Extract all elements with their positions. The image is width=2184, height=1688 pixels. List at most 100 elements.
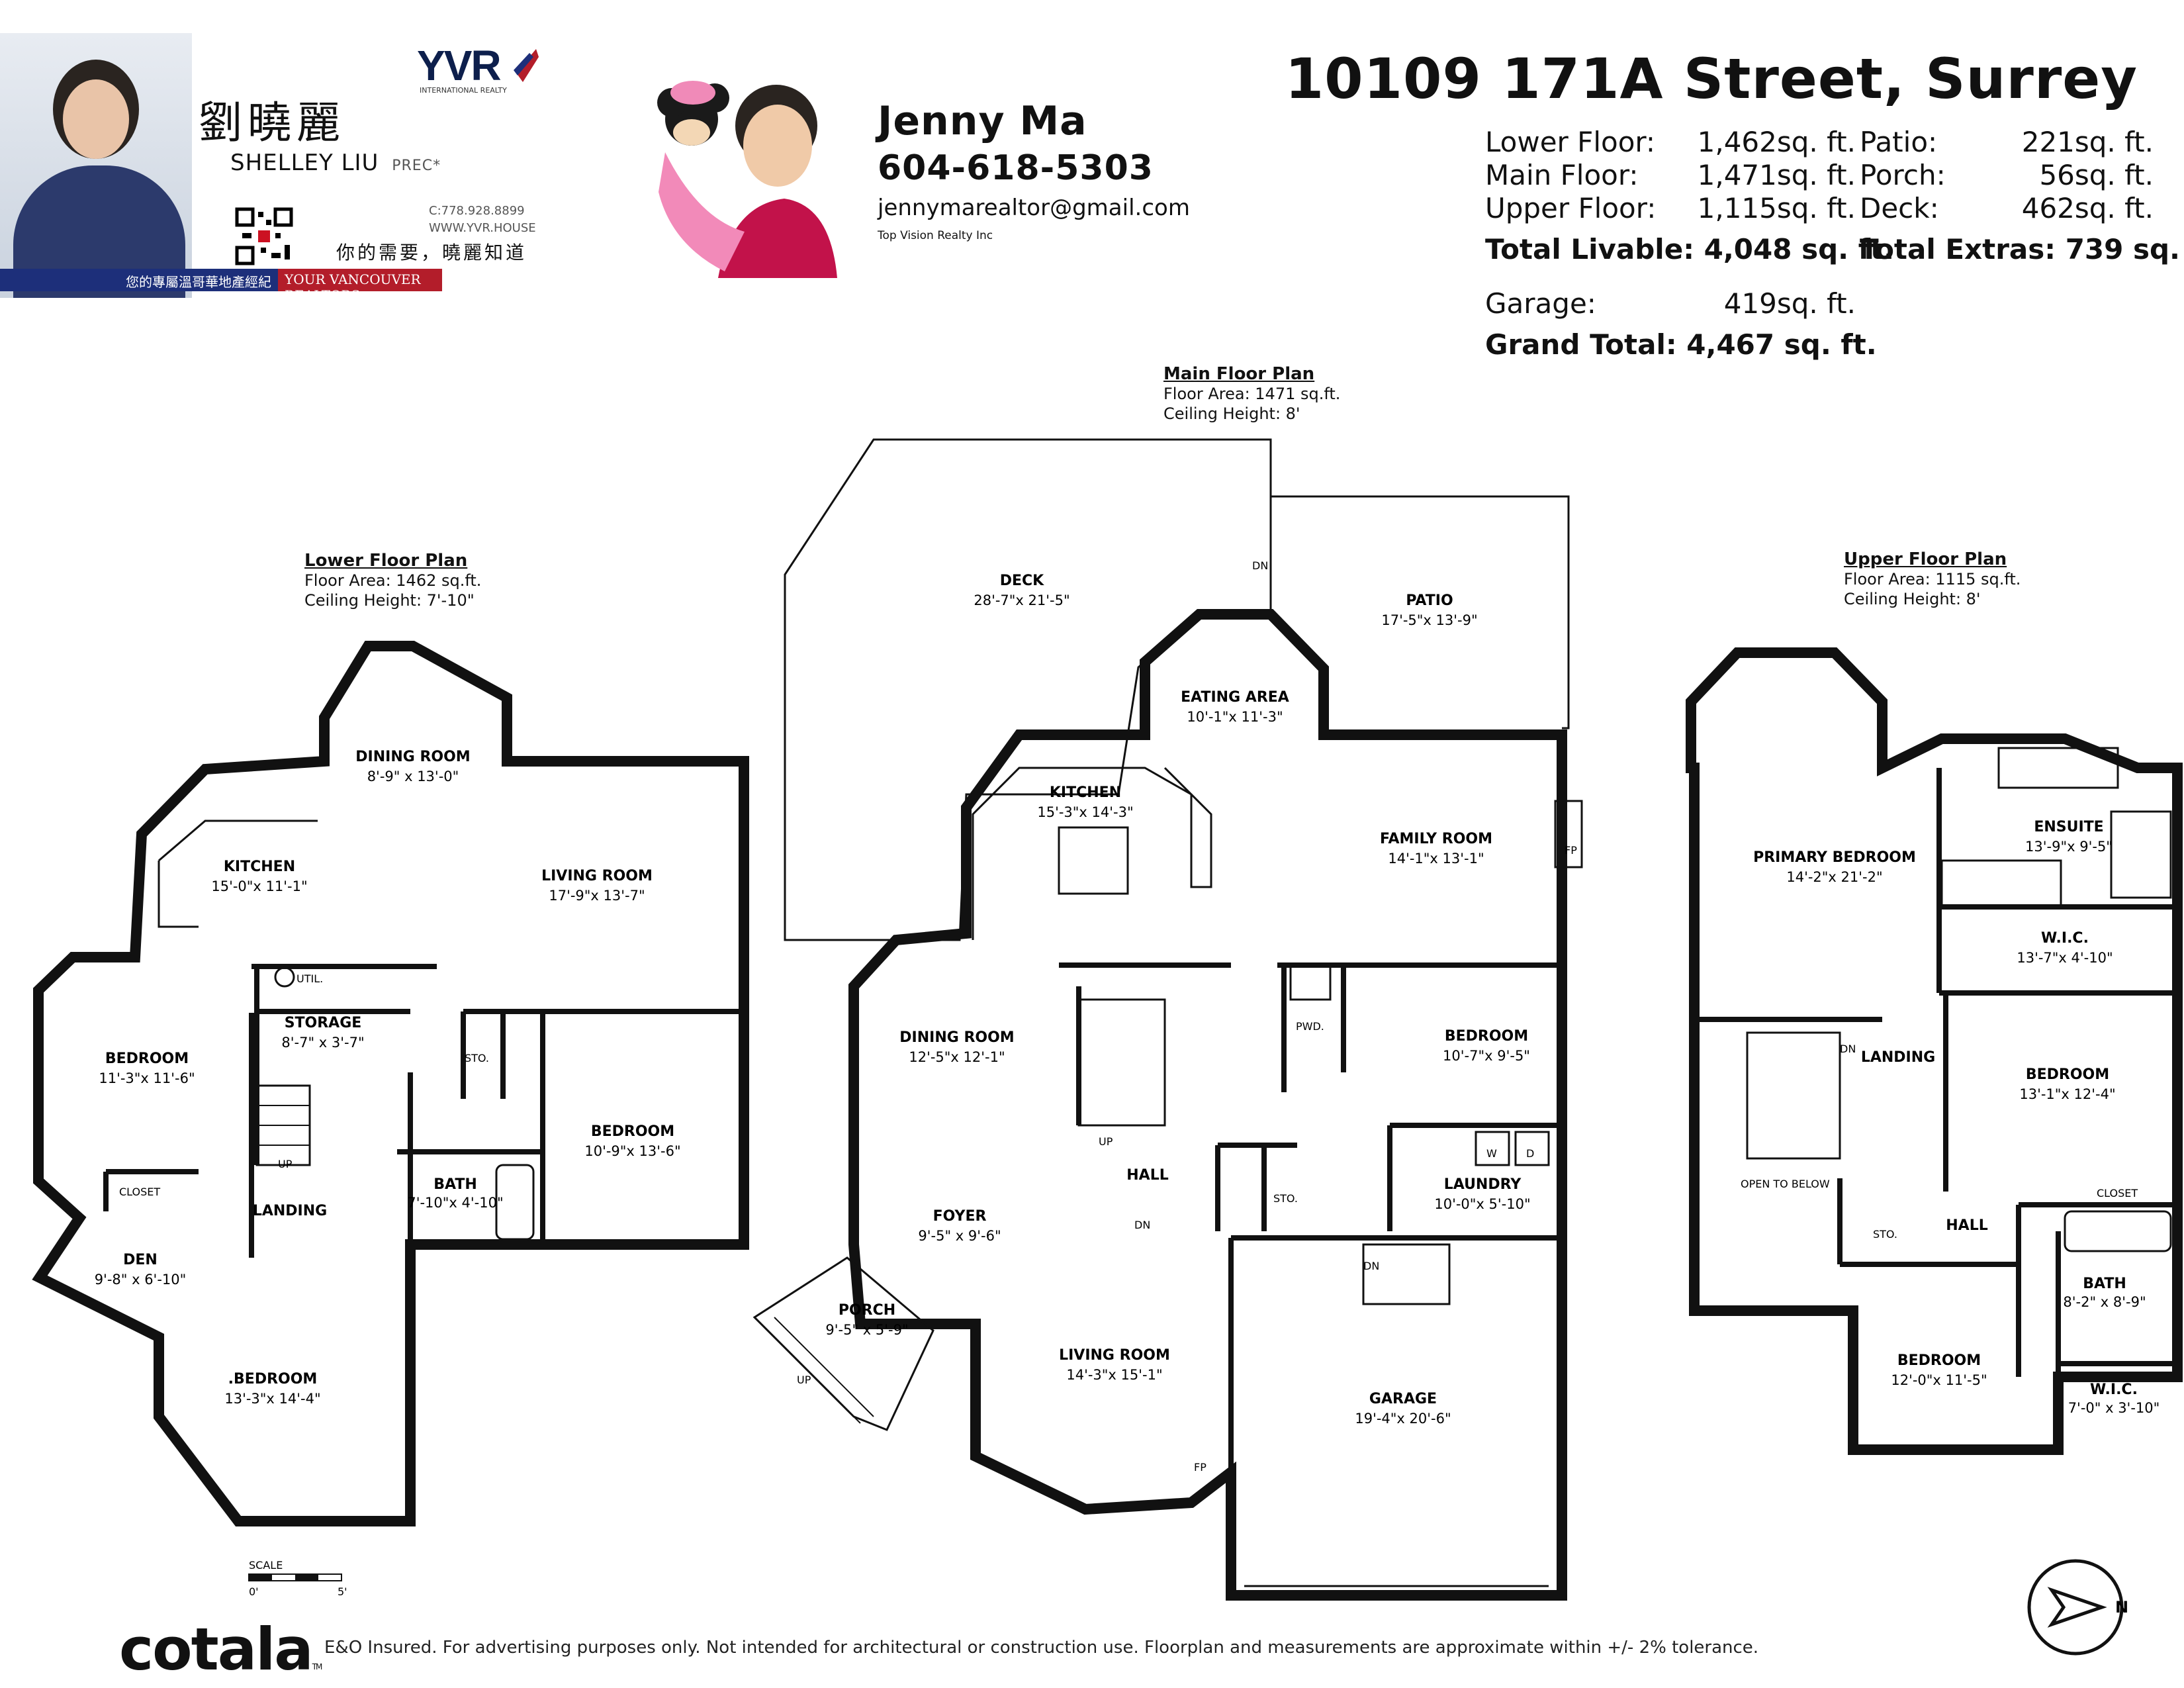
area-total-livable-value: 4,048 sq. ft. xyxy=(1704,233,1895,265)
room-name: BEDROOM xyxy=(1897,1352,1981,1369)
garage-stair xyxy=(1362,1243,1451,1305)
scale-bar: SCALE 0' 5' xyxy=(248,1559,347,1598)
kitchen-counter xyxy=(972,767,1212,940)
closet-label: CLOSET xyxy=(119,1186,160,1198)
room-name: .BEDROOM xyxy=(228,1371,318,1387)
lower-kitchen-counter xyxy=(158,861,199,928)
agent2-brokerage: Top Vision Realty Inc xyxy=(878,229,993,242)
main-plan-heading: Main Floor Plan Floor Area: 1471 sq.ft. … xyxy=(1163,364,1340,424)
dn-label: DN xyxy=(1134,1219,1150,1231)
north-label: N xyxy=(2115,1598,2128,1617)
area-lower-value: 1,462sq. ft. xyxy=(1670,126,1856,158)
room-name: FAMILY ROOM xyxy=(1380,831,1492,847)
qr-code-icon xyxy=(234,207,294,266)
scale-label: SCALE xyxy=(249,1559,283,1571)
area-main-label: Main Floor: xyxy=(1485,159,1639,191)
property-address: 10109 171A Street, Surrey xyxy=(1285,46,2138,111)
pwd-label: PWD. xyxy=(1296,1020,1324,1033)
area-deck-unit: sq. ft. xyxy=(2074,192,2154,224)
upper-exterior-wall xyxy=(1686,647,2183,1455)
cotala-logo-text: cotala xyxy=(119,1615,314,1683)
room-name: BATH xyxy=(2083,1276,2126,1292)
room-name: FOYER xyxy=(933,1208,987,1225)
area-porch-value: 56sq. ft. xyxy=(2001,159,2154,191)
brokerage-logo: YVR xyxy=(417,42,502,89)
room-name: PATIO xyxy=(1406,592,1453,609)
brokerage-sub: INTERNATIONAL REALTY xyxy=(420,86,507,95)
room-dim: 9'-8" x 6'-10" xyxy=(95,1272,187,1288)
area-upper-number: 1,115 xyxy=(1697,192,1777,224)
room-dim: 14'-2"x 21'-2" xyxy=(1786,869,1882,885)
agent-name: SHELLEY LIU PREC* xyxy=(230,150,441,176)
banner-left: 您的專屬溫哥華地產經紀 xyxy=(0,269,278,291)
open-to-below-label: OPEN TO BELOW xyxy=(1741,1178,1830,1190)
room-name: DINING ROOM xyxy=(355,749,470,765)
room-name: ENSUITE xyxy=(2034,819,2103,835)
lower-room-labels: DINING ROOM 8'-9" x 13'-0" KITCHEN 15'-0… xyxy=(95,749,681,1407)
room-name: LIVING ROOM xyxy=(1059,1347,1170,1364)
upper-plan-title: Upper Floor Plan xyxy=(1844,549,2007,569)
washer-label: W xyxy=(1486,1147,1497,1160)
area-deck: Deck: xyxy=(1860,192,1939,224)
room-dim: 12'-5"x 12'-1" xyxy=(909,1049,1005,1065)
area-garage-number: 419 xyxy=(1723,287,1777,320)
room-dim: 9'-5" x 9'-6" xyxy=(918,1228,1001,1244)
room-dim: 15'-0"x 11'-1" xyxy=(211,878,307,894)
main-plan-ceiling: Ceiling Height: 8' xyxy=(1163,404,1300,423)
room-dim: 13'-9"x 9'-5" xyxy=(2025,839,2113,855)
agent-designation: PREC* xyxy=(392,158,441,174)
area-garage: Garage: xyxy=(1485,287,1596,320)
scale-start: 0' xyxy=(249,1585,259,1598)
upper-room-labels: PRIMARY BEDROOM 14'-2"x 21'-2" ENSUITE 1… xyxy=(1753,819,2160,1416)
area-grand-total-label: Grand Total: xyxy=(1485,328,1677,361)
room-name: LANDING xyxy=(253,1203,327,1219)
room-dim: 7'-10"x 4'-10" xyxy=(407,1195,503,1211)
area-total-extras: Total Extras: 739 sq. ft. xyxy=(1860,233,2184,265)
area-total-extras-value: 739 sq. ft. xyxy=(2065,233,2184,265)
area-main-number: 1,471 xyxy=(1697,159,1777,191)
room-name: STORAGE xyxy=(285,1015,362,1031)
up-label: UP xyxy=(1099,1135,1113,1148)
agent2-email[interactable]: jennymarealtor@gmail.com xyxy=(878,195,1190,221)
area-lower: Lower Floor: xyxy=(1485,126,1655,158)
area-main-unit: sq. ft. xyxy=(1776,159,1856,191)
area-porch-unit: sq. ft. xyxy=(2074,159,2154,191)
porch-step xyxy=(760,1323,861,1424)
area-lower-number: 1,462 xyxy=(1697,126,1777,158)
room-dim: 19'-4"x 20'-6" xyxy=(1355,1411,1451,1427)
room-name: HALL xyxy=(1126,1167,1168,1184)
room-name: LANDING xyxy=(1861,1049,1935,1066)
area-deck-number: 462 xyxy=(2021,192,2075,224)
room-dim: 17'-9"x 13'-7" xyxy=(549,888,645,904)
room-name: GARAGE xyxy=(1369,1391,1437,1407)
lower-plan-heading: Lower Floor Plan Floor Area: 1462 sq.ft.… xyxy=(304,551,481,610)
upper-plan-ceiling: Ceiling Height: 8' xyxy=(1844,590,1981,608)
room-dim: 13'-3"x 14'-4" xyxy=(224,1391,320,1407)
room-dim: 28'-7"x 21'-5" xyxy=(974,592,1069,608)
main-room-labels: DECK 28'-7"x 21'-5" PATIO 17'-5"x 13'-9"… xyxy=(825,573,1530,1427)
scale-end: 5' xyxy=(338,1585,347,1598)
area-grand-total-value: 4,467 sq. ft. xyxy=(1686,328,1877,361)
agent-phone: C:778.928.8899 xyxy=(429,204,525,218)
lower-util-icon xyxy=(274,966,295,988)
room-name: KITCHEN xyxy=(1050,784,1121,801)
area-garage-label: Garage: xyxy=(1485,287,1596,320)
ensuite-tub xyxy=(1997,747,2119,789)
area-total-livable-label: Total Livable: xyxy=(1485,233,1694,265)
main-plan-area: Floor Area: 1471 sq.ft. xyxy=(1163,385,1341,403)
room-name: DECK xyxy=(1000,573,1044,589)
area-upper-value: 1,115sq. ft. xyxy=(1670,192,1856,224)
area-porch-label: Porch: xyxy=(1860,159,1946,191)
area-upper-label: Upper Floor: xyxy=(1485,192,1657,224)
room-dim: 8'-7" x 3'-7" xyxy=(281,1035,364,1051)
room-dim: 10'-0"x 5'-10" xyxy=(1434,1196,1530,1212)
room-dim: 12'-0"x 11'-5" xyxy=(1891,1372,1987,1388)
util-label: UTIL. xyxy=(296,972,323,985)
dryer-label: D xyxy=(1526,1147,1534,1160)
storage-label: STO. xyxy=(1873,1228,1897,1241)
dryer xyxy=(1514,1131,1550,1166)
scale-bar-segment xyxy=(249,1574,272,1581)
ensuite-vanity xyxy=(1940,859,2062,908)
area-porch: Porch: xyxy=(1860,159,1946,191)
room-dim: 9'-5" x 5'-9" xyxy=(825,1322,908,1338)
